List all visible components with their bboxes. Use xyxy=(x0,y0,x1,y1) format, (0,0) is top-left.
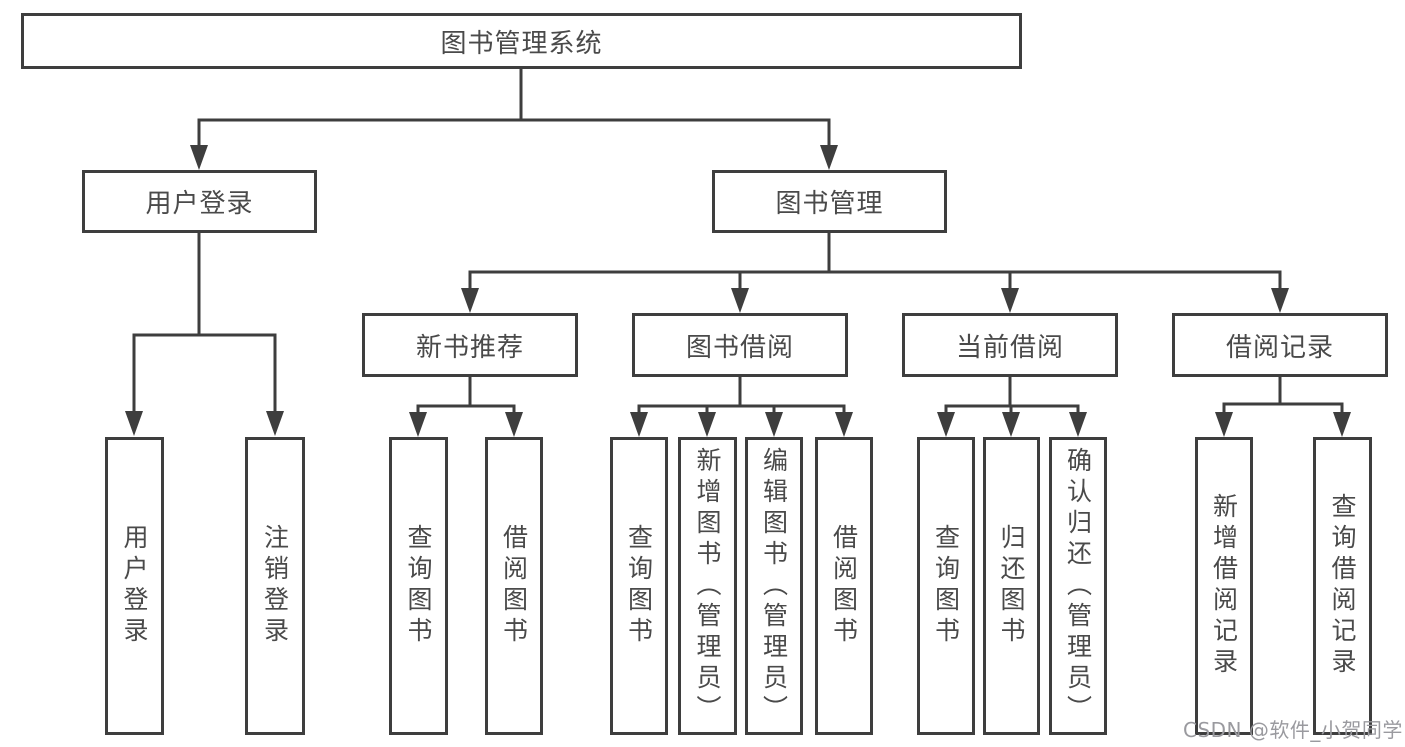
leaf-return-books: 归还图书 xyxy=(983,437,1040,735)
leaf-confirm-return-admin: 确认归还（管理员） xyxy=(1049,437,1107,735)
leaf-add-borrow-record: 新增借阅记录 xyxy=(1195,437,1253,735)
node-user-login: 用户登录 xyxy=(82,170,317,233)
leaf-query-books-current: 查询图书 xyxy=(917,437,975,735)
node-book-borrowing: 图书借阅 xyxy=(632,313,848,377)
connector-root-to-level2 xyxy=(190,67,838,170)
node-new-book-recommend: 新书推荐 xyxy=(362,313,578,377)
node-root-title: 图书管理系统 xyxy=(21,13,1022,69)
node-current-borrowing: 当前借阅 xyxy=(902,313,1118,377)
leaf-borrow-books-recommend: 借阅图书 xyxy=(485,437,543,735)
connector-current-children xyxy=(937,375,1087,437)
leaf-query-borrow-record: 查询借阅记录 xyxy=(1313,437,1372,735)
connector-records-children xyxy=(1215,375,1351,437)
csdn-watermark: CSDN @软件_小贺同学 xyxy=(1183,718,1403,742)
leaf-add-books-admin: 新增图书（管理员） xyxy=(678,437,737,735)
leaf-logout: 注销登录 xyxy=(245,437,305,735)
leaf-edit-books-admin: 编辑图书（管理员） xyxy=(745,437,803,735)
node-borrow-records: 借阅记录 xyxy=(1172,313,1388,377)
leaf-query-books-borrow: 查询图书 xyxy=(610,437,668,735)
connector-book-mgmt-children xyxy=(461,231,1289,313)
leaf-query-books-recommend: 查询图书 xyxy=(389,437,448,735)
leaf-user-login: 用户登录 xyxy=(105,437,164,735)
connector-new-rec-children xyxy=(409,375,523,437)
leaf-borrow-books: 借阅图书 xyxy=(815,437,873,735)
connector-user-login-children xyxy=(125,231,284,436)
node-book-management: 图书管理 xyxy=(712,170,947,233)
connector-borrow-children xyxy=(630,375,853,437)
